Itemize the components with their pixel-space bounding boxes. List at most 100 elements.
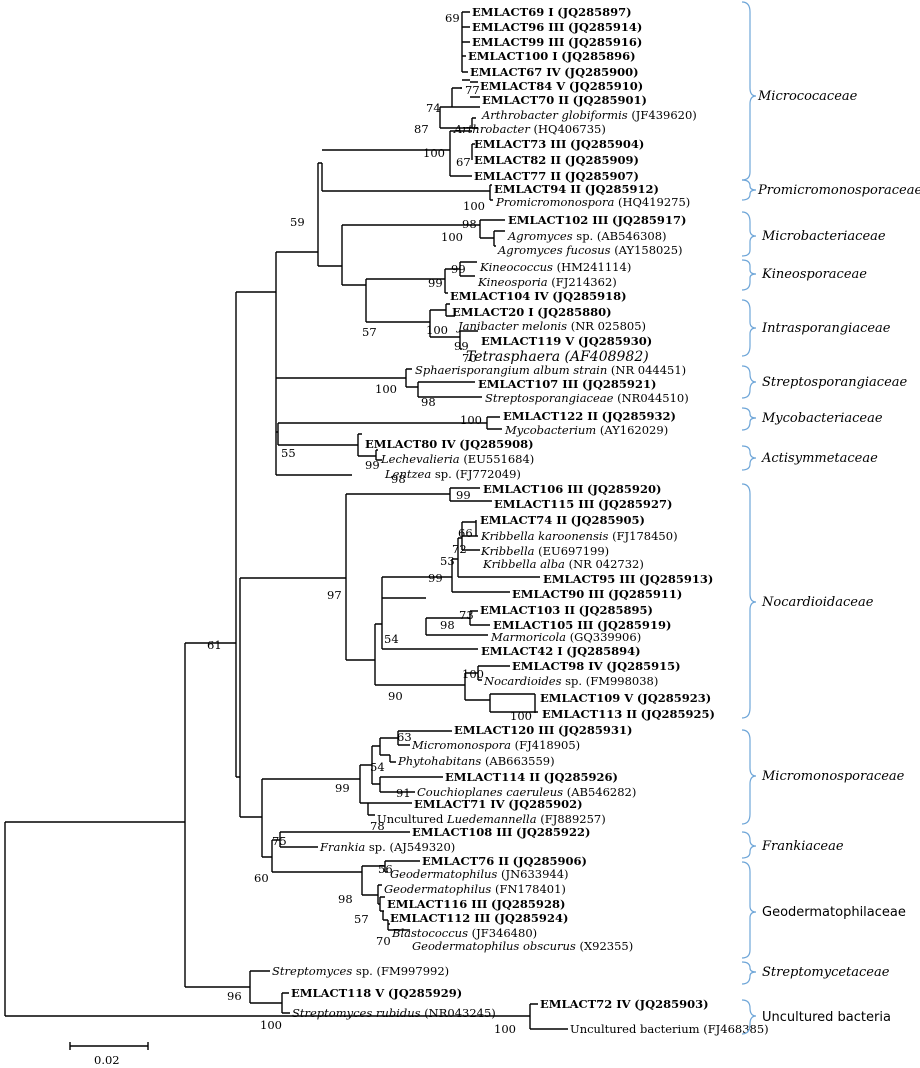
- taxon-label: Kribbella karoonensis (FJ178450): [480, 529, 678, 543]
- taxon-label: EMLACT108 III (JQ285922): [412, 825, 590, 839]
- taxon-label: EMLACT102 III (JQ285917): [508, 213, 686, 227]
- taxon-label: EMLACT69 I (JQ285897): [472, 5, 632, 19]
- family-label: Uncultured bacteria: [762, 1010, 891, 1025]
- taxon-label: Arthrobacter (HQ406735): [453, 122, 606, 136]
- bootstrap-value: 59: [290, 215, 305, 229]
- taxon-label: EMLACT96 III (JQ285914): [472, 20, 642, 34]
- bootstrap-value: 70: [462, 351, 477, 365]
- taxon-label: Sphaerisporangium album strain (NR 04445…: [415, 363, 686, 377]
- branch: [397, 730, 452, 746]
- bootstrap-value: 61: [207, 638, 222, 652]
- branch: [379, 776, 443, 793]
- bootstrap-value: 100: [510, 709, 532, 723]
- bootstrap-value: 99: [451, 262, 466, 276]
- taxon-labels: EMLACT69 I (JQ285897) EMLACT96 III (JQ28…: [272, 5, 769, 1036]
- family-bracket: [741, 961, 757, 985]
- branch: [464, 672, 490, 701]
- branch: [281, 992, 290, 1014]
- family-bracket: [741, 999, 757, 1035]
- taxon-label: Micromonospora (FJ418905): [411, 738, 580, 752]
- branch: [429, 309, 460, 338]
- taxon-label: Kineosporia (FJ214362): [477, 275, 617, 289]
- taxon-label: Janibacter melonis (NR 025805): [456, 319, 646, 333]
- bootstrap-value: 67: [456, 155, 471, 169]
- taxon-label: EMLACT94 II (JQ285912): [494, 182, 659, 196]
- bootstrap-value: 98: [462, 217, 477, 231]
- bootstrap-value: 98: [421, 395, 436, 409]
- bootstrap-value: 100: [494, 1022, 516, 1036]
- taxon-label: Mycobacterium (AY162029): [504, 423, 668, 437]
- taxon-label: Couchioplanes caeruleus (AB546282): [417, 785, 636, 799]
- taxon-label: EMLACT116 III (JQ285928): [387, 897, 565, 911]
- family-bracket: [741, 407, 757, 431]
- branch: [471, 143, 475, 160]
- branch: [444, 268, 460, 294]
- bootstrap-value: 73: [459, 608, 474, 622]
- taxon-label: EMLACT74 II (JQ285905): [480, 513, 645, 527]
- taxon-label: EMLACT80 IV (JQ285908): [365, 437, 534, 451]
- branch: [367, 802, 412, 816]
- taxon-label: Streptomyces sp. (FM997992): [272, 964, 449, 978]
- branch: [486, 416, 502, 430]
- taxon-label: EMLACT106 III (JQ285920): [483, 482, 661, 496]
- branch: [361, 865, 385, 896]
- scale-bar: 0.02: [69, 1042, 149, 1067]
- taxon-label: Lechevalieria (EU551684): [380, 452, 534, 466]
- family-bracket: [741, 299, 757, 357]
- bootstrap-value: 98: [391, 472, 406, 486]
- branch: [375, 449, 382, 461]
- taxon-label: Blastococcus (JF346480): [391, 926, 537, 940]
- branch: [489, 184, 493, 201]
- branch: [371, 745, 380, 785]
- branch: [239, 577, 346, 818]
- bootstrap-value: 72: [452, 542, 467, 556]
- taxon-label: Tetrasphaera (AF408982): [466, 349, 649, 365]
- bootstrap-value: 54: [384, 632, 399, 646]
- bootstrap-value: 100: [463, 199, 485, 213]
- branch: [321, 163, 490, 192]
- branch: [460, 79, 480, 98]
- bootstrap-value: 87: [414, 122, 429, 136]
- taxon-label: Streptosporangiaceae (NR044510): [485, 391, 689, 405]
- branch: [469, 610, 490, 626]
- bootstrap-value: 100: [426, 323, 448, 337]
- family-label: Kineosporaceae: [761, 267, 867, 282]
- branch: [489, 693, 538, 713]
- taxon-label: Kineococcus (HM241114): [479, 260, 631, 274]
- branch: [417, 381, 482, 398]
- scale-bar-line: [69, 1042, 149, 1050]
- bootstrap-value: 99: [365, 458, 380, 472]
- bootstrap-value: 78: [370, 819, 385, 833]
- bootstrap-value: 54: [370, 760, 385, 774]
- taxon-label: EMLACT70 II (JQ285901): [482, 93, 647, 107]
- taxon-label: Marmoricola (GQ339906): [490, 630, 641, 644]
- family-bracket: [741, 729, 757, 825]
- branch: [341, 224, 480, 286]
- taxon-label: Geodermatophilus (JN633944): [390, 867, 569, 881]
- family-brackets: [741, 1, 757, 1035]
- branch: [345, 493, 450, 661]
- branch: [359, 764, 372, 804]
- branch: [425, 617, 488, 636]
- bootstrap-value: 99: [428, 571, 443, 585]
- taxon-label: Uncultured bacterium (FJ468385): [570, 1022, 769, 1036]
- taxon-label: EMLACT71 IV (JQ285902): [414, 797, 583, 811]
- bootstrap-value: 75: [272, 834, 287, 848]
- bootstrap-value: 70: [376, 934, 391, 948]
- branch: [445, 303, 455, 317]
- taxon-label: Geodermatophilus (FN178401): [384, 882, 566, 896]
- taxon-label: EMLACT95 III (JQ285913): [543, 572, 713, 586]
- branch: [379, 896, 385, 912]
- family-bracket: [741, 179, 757, 201]
- bootstrap-values: 69 77 74 87 100 67 59 100 98 100 99 99 5…: [207, 11, 532, 1036]
- branch: [261, 778, 360, 858]
- branch: [405, 368, 418, 388]
- family-bracket: [741, 259, 757, 291]
- bootstrap-value: 96: [227, 989, 242, 1003]
- taxon-label: Lentzea sp. (FJ772049): [384, 467, 521, 481]
- branch: [271, 839, 362, 873]
- branch: [374, 623, 465, 686]
- branch: [379, 737, 398, 756]
- taxon-label: Streptomyces rubidus (NR043245): [292, 1006, 496, 1020]
